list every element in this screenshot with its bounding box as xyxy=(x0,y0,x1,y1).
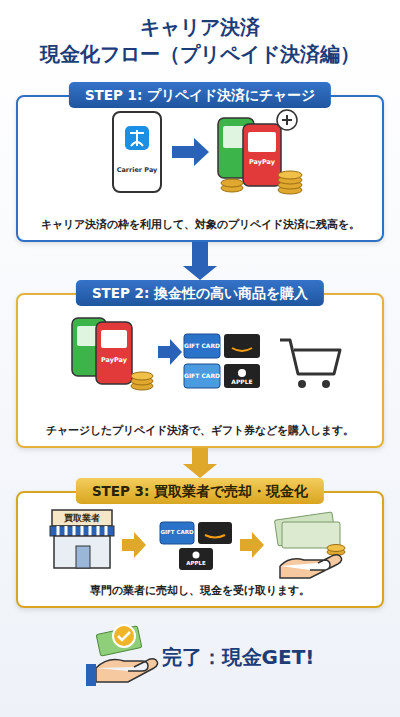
cash-hand-icon xyxy=(274,512,345,578)
step-box: STEP 2: 換金性の高い商品を購入チャージしたプリペイド決済で、ギフト券など… xyxy=(16,280,384,448)
step-description: 専門の業者に売却し、現金を受け取ります。 xyxy=(24,583,376,598)
gift-cards-icon xyxy=(160,522,232,570)
flow-connector xyxy=(183,242,217,280)
completion-text: 完了：現金GET! xyxy=(162,647,315,667)
flow-arrow xyxy=(240,532,264,558)
shopping-cart-icon xyxy=(280,340,340,388)
carrier-phone-icon xyxy=(113,112,161,192)
step-heading: STEP 1: プリペイド決済にチャージ xyxy=(69,82,331,108)
flow-arrow xyxy=(158,339,182,365)
flow-connector xyxy=(183,448,217,478)
prepaid-phones-icon xyxy=(72,318,153,390)
step-description: キャリア決済の枠を利用して、対象のプリペイド決済に残高を。 xyxy=(24,217,376,232)
step-description: チャージしたプリペイド決済で、ギフト券などを購入します。 xyxy=(24,423,376,438)
step-heading: STEP 2: 換金性の高い商品を購入 xyxy=(76,280,324,306)
gift-cards-icon xyxy=(184,334,260,388)
diagram-title: キャリア決済 現金化フロー（プリペイド決済編） xyxy=(20,14,380,68)
step-heading: STEP 3: 買取業者で売却・現金化 xyxy=(76,478,324,504)
flow-arrow xyxy=(122,532,146,558)
step-box: STEP 1: プリペイド決済にチャージキャリア決済の枠を利用して、対象のプリペ… xyxy=(16,82,384,242)
prepaid-phones-icon xyxy=(218,110,302,194)
complete-icon xyxy=(86,625,158,686)
step-box: STEP 3: 買取業者で売却・現金化専門の業者に売却し、現金を受け取ります。 xyxy=(16,478,384,608)
shop-icon xyxy=(50,510,114,568)
flow-arrow xyxy=(172,138,209,166)
